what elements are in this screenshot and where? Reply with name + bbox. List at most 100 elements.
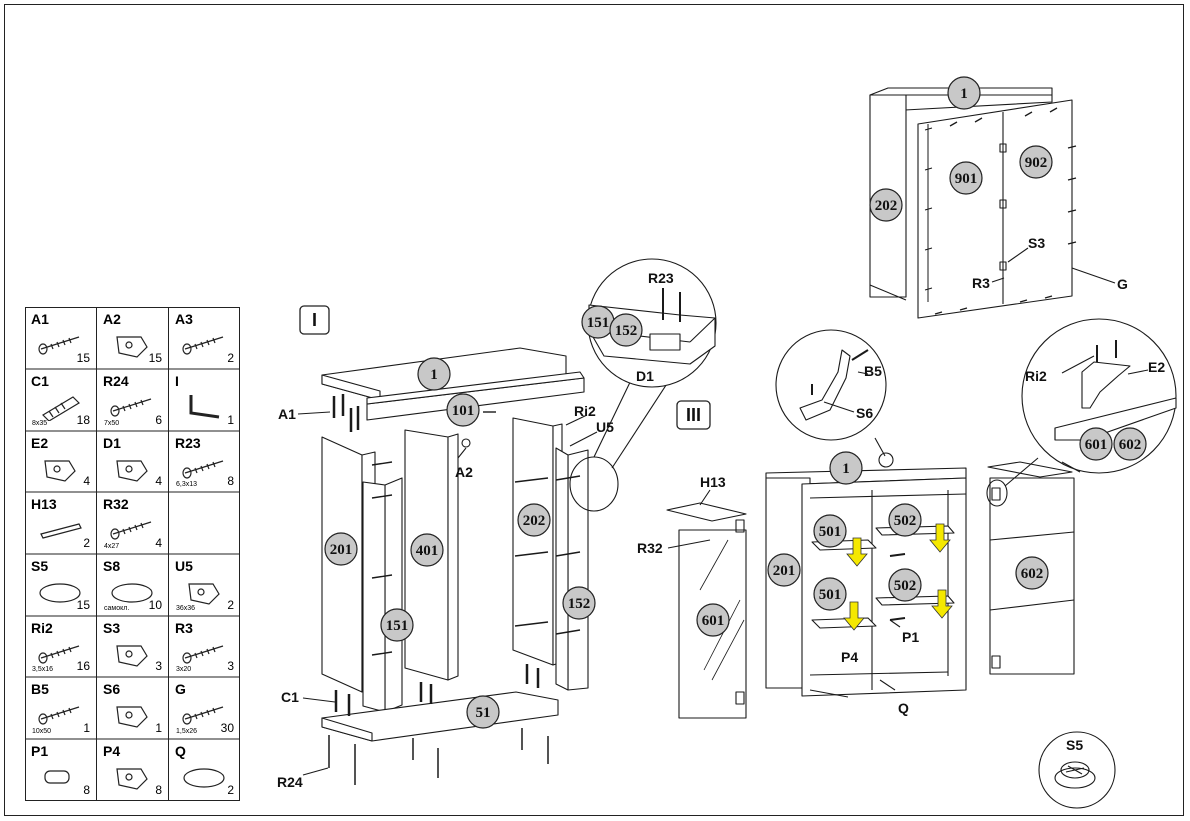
part-cell: S6 1 — [97, 677, 168, 739]
felt-pad-icon — [111, 583, 153, 603]
part-quantity: 8 — [155, 783, 162, 797]
part-callout-label: S5 — [1066, 737, 1083, 753]
part-quantity: 16 — [76, 659, 90, 673]
flat-screw-icon — [110, 521, 152, 540]
part-code: S6 — [103, 681, 121, 697]
part-code: Q — [175, 743, 186, 759]
part-code: A3 — [175, 311, 193, 327]
parts-table: A1 15 A2 15 A3 2 C1 8x35 18 R24 7x50 6 I… — [25, 307, 240, 801]
part-code: A2 — [103, 311, 121, 327]
arrow-down-icon — [843, 601, 865, 631]
part-quantity: 8 — [83, 783, 90, 797]
panel-badge: 202 — [517, 503, 551, 537]
part-cell: S8 самокл. 10 — [97, 554, 168, 616]
part-code: R32 — [103, 496, 129, 512]
panel-number: 502 — [894, 578, 917, 594]
part-callout-label: S6 — [856, 405, 873, 421]
panel-number: 202 — [875, 198, 898, 214]
part-quantity: 4 — [83, 474, 90, 488]
part-code: B5 — [31, 681, 49, 697]
shelf-support-icon — [39, 583, 81, 603]
hinge-icon — [116, 460, 148, 482]
panel-number: 202 — [523, 513, 546, 529]
part-code: H13 — [31, 496, 57, 512]
part-quantity: 4 — [155, 536, 162, 550]
part-quantity: 15 — [148, 351, 162, 365]
part-code: R23 — [175, 435, 201, 451]
dowel-pin-icon — [38, 336, 80, 355]
bolt-icon — [182, 336, 224, 355]
part-callout-label: G — [1117, 276, 1128, 292]
arrow-down-icon — [931, 589, 953, 619]
cam-lock-icon — [116, 336, 148, 358]
hinge-plate-icon — [44, 460, 76, 482]
part-code: G — [175, 681, 186, 697]
part-size: самокл. — [104, 605, 130, 612]
panel-badge: 201 — [767, 553, 801, 587]
part-quantity: 15 — [76, 351, 90, 365]
panel-badge: 401 — [410, 533, 444, 567]
part-size: 10x50 — [32, 728, 52, 735]
part-callout-label: R3 — [972, 275, 990, 291]
panel-badge: 601 — [696, 603, 730, 637]
part-quantity: 10 — [148, 598, 162, 612]
part-quantity: 3 — [227, 659, 234, 673]
part-size: 8x35 — [32, 420, 48, 427]
part-callout-label: A1 — [278, 406, 296, 422]
step-three-label: III — [686, 405, 701, 425]
part-cell: R24 7x50 6 — [97, 369, 168, 431]
part-size: 4x27 — [104, 543, 120, 550]
part-code: S8 — [103, 558, 121, 574]
panel-badge: 502 — [888, 568, 922, 602]
detail-shelf-support — [1038, 731, 1116, 809]
part-callout-label: R32 — [637, 540, 663, 556]
short-screw-icon — [182, 460, 224, 479]
part-size: 3,5x16 — [32, 666, 54, 673]
part-cell: A3 2 — [169, 307, 240, 369]
panel-number: 1 — [960, 86, 968, 102]
panel-badge: 602 — [1015, 556, 1049, 590]
part-code: S3 — [103, 620, 121, 636]
panel-badge: 502 — [888, 503, 922, 537]
part-code: D1 — [103, 435, 121, 451]
panel-badge: 501 — [813, 514, 847, 548]
handle-icon — [40, 523, 82, 539]
part-callout-label: D1 — [636, 368, 654, 384]
part-callout-label: R23 — [648, 270, 674, 286]
panel-number: 902 — [1025, 155, 1048, 171]
part-size: 6,3x13 — [176, 481, 198, 488]
part-cell: A2 15 — [97, 307, 168, 369]
part-cell: Q 2 — [169, 739, 240, 801]
panel-number: 201 — [330, 542, 353, 558]
part-callout-label: Q — [898, 700, 909, 716]
panel-badge: 1 — [417, 357, 451, 391]
part-quantity: 15 — [76, 598, 90, 612]
part-code: P1 — [31, 743, 49, 759]
part-code: E2 — [31, 435, 49, 451]
nail-icon — [182, 706, 224, 725]
part-code: Ri2 — [31, 620, 53, 636]
panel-number: 501 — [819, 524, 842, 540]
part-cell: B5 10x50 1 — [25, 677, 96, 739]
part-callout-label: P1 — [902, 629, 919, 645]
wall-bracket-icon — [116, 706, 148, 728]
part-code: C1 — [31, 373, 49, 389]
screw-icon — [182, 645, 224, 664]
step-box-one: I — [299, 305, 330, 335]
panel-badge: 151 — [581, 305, 615, 339]
part-size: 36x36 — [176, 605, 196, 612]
confirmat-screw-icon — [110, 398, 152, 417]
part-cell: H13 2 — [25, 492, 96, 554]
hex-key-icon — [189, 395, 220, 419]
step-one-label: I — [312, 310, 317, 330]
part-quantity: 3 — [155, 659, 162, 673]
panel-number: 1 — [842, 461, 850, 477]
panel-number: 602 — [1119, 437, 1142, 453]
part-quantity: 8 — [227, 474, 234, 488]
panel-number: 501 — [819, 587, 842, 603]
part-quantity: 2 — [227, 598, 234, 612]
panel-badge: 1 — [829, 451, 863, 485]
panel-number: 901 — [955, 171, 978, 187]
step-box-three: III — [676, 400, 711, 430]
panel-badge: 201 — [324, 532, 358, 566]
